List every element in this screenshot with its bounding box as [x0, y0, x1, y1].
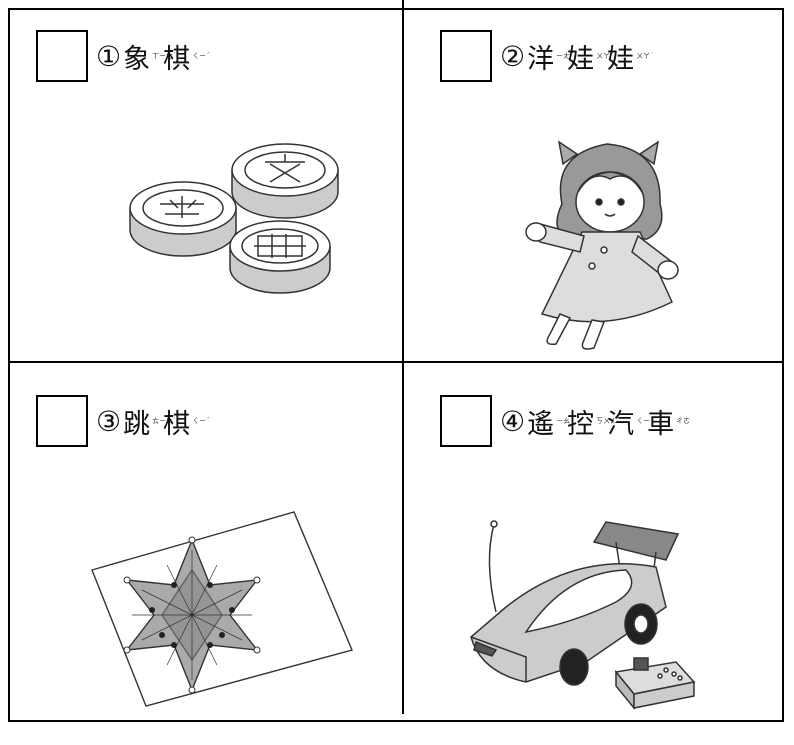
item-char: 車 — [647, 408, 675, 440]
doll-illustration — [525, 140, 679, 350]
item-label-2: ② 洋ㄧㄤˊ 娃ㄨㄚˊ 娃ㄨㄚ˙ — [500, 32, 654, 80]
worksheet-grid — [8, 8, 784, 722]
zhuyin: ㄑㄧˊ — [192, 417, 210, 425]
item-char: 控 — [567, 408, 595, 440]
rc-car-illustration — [470, 520, 696, 711]
item-char: 棋 — [163, 408, 191, 440]
answer-box-4[interactable] — [440, 395, 492, 447]
item-char: 娃 — [567, 43, 595, 75]
zhuyin: ㄎㄨㄥˋ — [596, 417, 621, 425]
item-number: ③ — [96, 404, 122, 438]
zhuyin: ㄑㄧˊ — [192, 52, 210, 60]
zhuyin: ㄊㄧㄠˋ — [152, 417, 177, 425]
item-label-3: ③ 跳ㄊㄧㄠˋ 棋ㄑㄧˊ — [96, 397, 210, 445]
zhuyin: ㄒㄧㄤˋ — [152, 52, 177, 60]
item-number: ① — [96, 39, 122, 73]
chinese-checkers-illustration — [91, 511, 353, 707]
answer-box-1[interactable] — [36, 30, 88, 82]
answer-box-2[interactable] — [440, 30, 492, 82]
item-char: 汽 — [607, 408, 635, 440]
item-char: 娃 — [607, 43, 635, 75]
item-char: 洋 — [527, 43, 555, 75]
grid-divider-vertical — [402, 0, 404, 714]
item-label-4: ④ 遙ㄧㄠˊ 控ㄎㄨㄥˋ 汽ㄑㄧˋ 車ㄔㄜ — [500, 397, 691, 445]
grid-divider-horizontal — [8, 361, 784, 363]
zhuyin: ㄑㄧˋ — [636, 417, 654, 425]
item-char: 象 — [123, 43, 151, 75]
zhuyin: ㄧㄠˊ — [556, 417, 574, 425]
item-char: 棋 — [163, 43, 191, 75]
zhuyin: ㄨㄚˊ — [596, 52, 614, 60]
item-number: ② — [500, 39, 526, 73]
item-char: 跳 — [123, 408, 151, 440]
item-number: ④ — [500, 404, 526, 438]
chinese-chess-illustration — [129, 143, 339, 294]
zhuyin: ㄔㄜ — [676, 417, 691, 425]
zhuyin: ㄨㄚ˙ — [636, 52, 654, 60]
zhuyin: ㄧㄤˊ — [556, 52, 574, 60]
item-char: 遙 — [527, 408, 555, 440]
item-label-1: ① 象ㄒㄧㄤˋ 棋ㄑㄧˊ — [96, 32, 210, 80]
answer-box-3[interactable] — [36, 395, 88, 447]
